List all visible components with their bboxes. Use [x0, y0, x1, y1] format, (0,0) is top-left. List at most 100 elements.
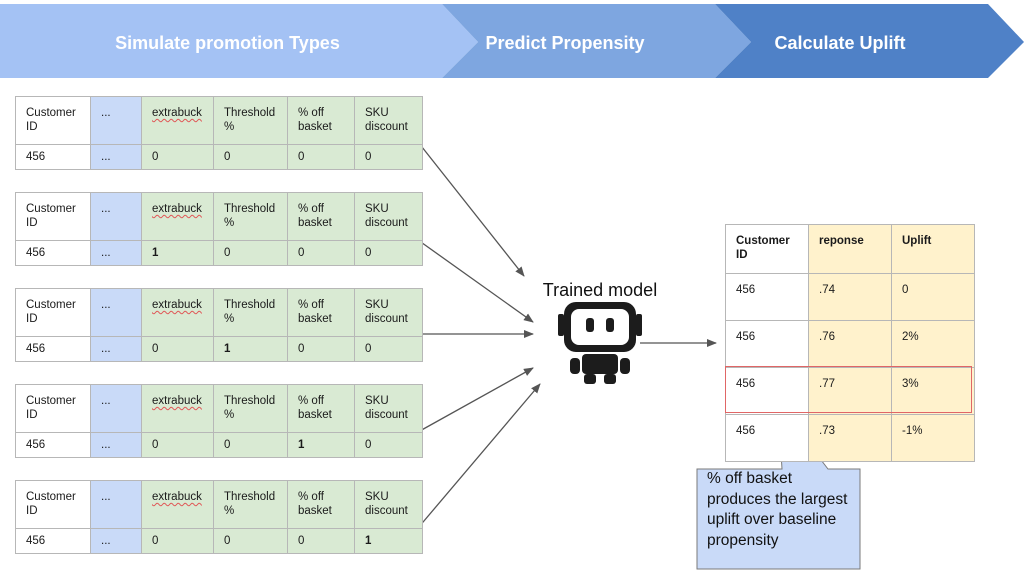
result-cell-customer-id: 456 [725, 320, 809, 368]
stage-1-chevron [0, 4, 478, 78]
result-header-customer-id: Customer ID [725, 224, 809, 274]
header-dots-text: ... [101, 203, 111, 215]
value-threshold: 0 [213, 240, 288, 266]
header-pct-off-basket: % off basket [287, 192, 355, 241]
stage-3-chevron [715, 4, 1024, 78]
value-extrabuck: 0 [141, 144, 214, 170]
value-dots: ... [90, 144, 142, 170]
value-extrabuck: 0 [141, 336, 214, 362]
value-sku-discount: 0 [354, 336, 423, 362]
value-customer-id: 456 [15, 144, 91, 170]
header-customer-id-text: Customer ID [26, 299, 76, 325]
arrow-table-1-to-model [417, 141, 525, 277]
value-pct-off-basket: 0 [287, 336, 355, 362]
header-dots: ... [90, 192, 142, 241]
result-cell-customer-id: 456 [725, 367, 809, 415]
header-extrabuck: extrabuck [141, 192, 214, 241]
header-sku-discount: SKU discount [354, 480, 423, 529]
header-dots: ... [90, 96, 142, 145]
result-header-uplift: Uplift [891, 224, 975, 274]
value-threshold: 1 [213, 336, 288, 362]
value-sku-discount: 1 [354, 528, 423, 554]
header-sku-discount-text: SKU discount [365, 299, 408, 325]
header-customer-id-text: Customer ID [26, 203, 76, 229]
header-sku-discount: SKU discount [354, 96, 423, 145]
header-threshold-text: Threshold % [224, 203, 276, 229]
header-customer-id: Customer ID [15, 384, 91, 433]
result-row: 456.73-1% [725, 414, 975, 462]
arrow-table-5-to-model [417, 383, 541, 529]
stage-uplift-label: Calculate Uplift [774, 33, 906, 53]
header-extrabuck: extrabuck [141, 480, 214, 529]
header-customer-id: Customer ID [15, 192, 91, 241]
value-sku-discount: 0 [354, 144, 423, 170]
header-sku-discount-text: SKU discount [365, 203, 408, 229]
header-extrabuck-text: extrabuck [152, 203, 202, 215]
value-extrabuck: 0 [141, 528, 214, 554]
result-cell-uplift: -1% [891, 414, 975, 462]
value-extrabuck: 0 [141, 432, 214, 458]
input-header-row: Customer ID... extrabuck Threshold % % off … [15, 288, 423, 337]
robot-icon [558, 302, 642, 384]
header-customer-id-text: Customer ID [26, 395, 76, 421]
header-sku-discount: SKU discount [354, 384, 423, 433]
value-pct-off-basket: 0 [287, 144, 355, 170]
value-threshold: 0 [213, 432, 288, 458]
header-threshold: Threshold % [213, 192, 288, 241]
value-pct-off-basket: 1 [287, 432, 355, 458]
input-header-row: Customer ID... extrabuck Threshold % % off … [15, 192, 423, 241]
arrow-table-4-to-model [417, 367, 534, 433]
header-threshold-text: Threshold % [224, 395, 276, 421]
value-sku-discount: 0 [354, 240, 423, 266]
value-customer-id: 456 [15, 336, 91, 362]
header-extrabuck-text: extrabuck [152, 491, 202, 503]
value-dots: ... [90, 336, 142, 362]
header-threshold: Threshold % [213, 288, 288, 337]
result-cell-response: .77 [808, 367, 892, 415]
header-pct-off-basket: % off basket [287, 480, 355, 529]
header-threshold-text: Threshold % [224, 299, 276, 325]
stage-2-chevron [442, 4, 751, 78]
header-customer-id-text: Customer ID [26, 107, 76, 133]
header-pct-off-basket-text: % off basket [298, 107, 332, 133]
trained-model-label: Trained model [542, 280, 658, 300]
result-cell-uplift: 3% [891, 367, 975, 415]
header-sku-discount-text: SKU discount [365, 395, 408, 421]
header-pct-off-basket-text: % off basket [298, 203, 332, 229]
value-dots: ... [90, 528, 142, 554]
header-pct-off-basket-text: % off basket [298, 491, 332, 517]
header-pct-off-basket-text: % off basket [298, 299, 332, 325]
header-pct-off-basket: % off basket [287, 288, 355, 337]
header-threshold: Threshold % [213, 96, 288, 145]
value-pct-off-basket: 0 [287, 528, 355, 554]
input-table-2: Customer ID... extrabuck Threshold % % off … [15, 192, 423, 266]
result-cell-customer-id: 456 [725, 414, 809, 462]
header-extrabuck-text: extrabuck [152, 395, 202, 407]
header-extrabuck: extrabuck [141, 96, 214, 145]
value-pct-off-basket: 0 [287, 240, 355, 266]
result-cell-response: .73 [808, 414, 892, 462]
value-customer-id: 456 [15, 240, 91, 266]
header-extrabuck: extrabuck [141, 384, 214, 433]
header-customer-id: Customer ID [15, 288, 91, 337]
value-threshold: 0 [213, 144, 288, 170]
header-dots-text: ... [101, 491, 111, 503]
process-banner [0, 4, 1024, 78]
header-extrabuck: extrabuck [141, 288, 214, 337]
header-dots: ... [90, 384, 142, 433]
header-dots-text: ... [101, 299, 111, 311]
header-threshold-text: Threshold % [224, 491, 276, 517]
